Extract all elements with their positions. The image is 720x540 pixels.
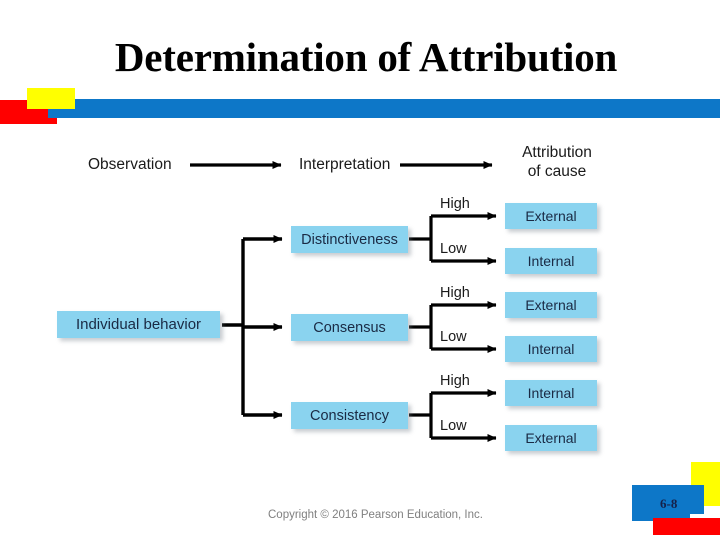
page-title: Determination of Attribution xyxy=(114,34,618,80)
branch-label-consensus-low: Low xyxy=(440,329,467,345)
branch-label-distinctiveness-low: Low xyxy=(440,241,467,257)
box-outcome-consensus-high: External xyxy=(505,292,597,318)
box-distinctiveness: Distinctiveness xyxy=(291,226,408,253)
stage-label-interpretation: Interpretation xyxy=(299,156,391,173)
trunk-connector xyxy=(222,239,245,415)
box-consensus: Consensus xyxy=(291,314,408,341)
header-yellow-accent xyxy=(27,88,75,109)
footer-red-accent xyxy=(653,518,720,535)
copyright-notice: Copyright © 2016 Pearson Education, Inc. xyxy=(268,509,483,521)
slide-number: 6-8 xyxy=(660,496,678,511)
box-outcome-consensus-low: Internal xyxy=(505,336,597,362)
box-outcome-distinctiveness-low: Internal xyxy=(505,248,597,274)
stage-label-attribution-of-cause: Attribution of cause xyxy=(509,143,605,181)
stage-label-observation: Observation xyxy=(88,156,172,173)
branch-label-distinctiveness-high: High xyxy=(440,196,470,212)
branch-label-consistency-high: High xyxy=(440,373,470,389)
bracket-consensus xyxy=(409,301,497,353)
header-blue-bar xyxy=(48,99,720,118)
box-consistency: Consistency xyxy=(291,402,408,429)
footer-blue-accent-2 xyxy=(632,485,690,521)
branch-label-consensus-high: High xyxy=(440,285,470,301)
attribution-line2: of cause xyxy=(527,163,587,180)
box-individual-behavior: Individual behavior xyxy=(57,311,220,338)
attribution-line1: Attribution xyxy=(522,144,592,161)
box-outcome-consistency-low: External xyxy=(505,425,597,451)
bracket-consistency xyxy=(409,389,497,442)
branch-label-consistency-low: Low xyxy=(440,418,467,434)
box-outcome-distinctiveness-high: External xyxy=(505,203,597,229)
box-outcome-consistency-high: Internal xyxy=(505,380,597,406)
bracket-distinctiveness xyxy=(409,212,497,265)
